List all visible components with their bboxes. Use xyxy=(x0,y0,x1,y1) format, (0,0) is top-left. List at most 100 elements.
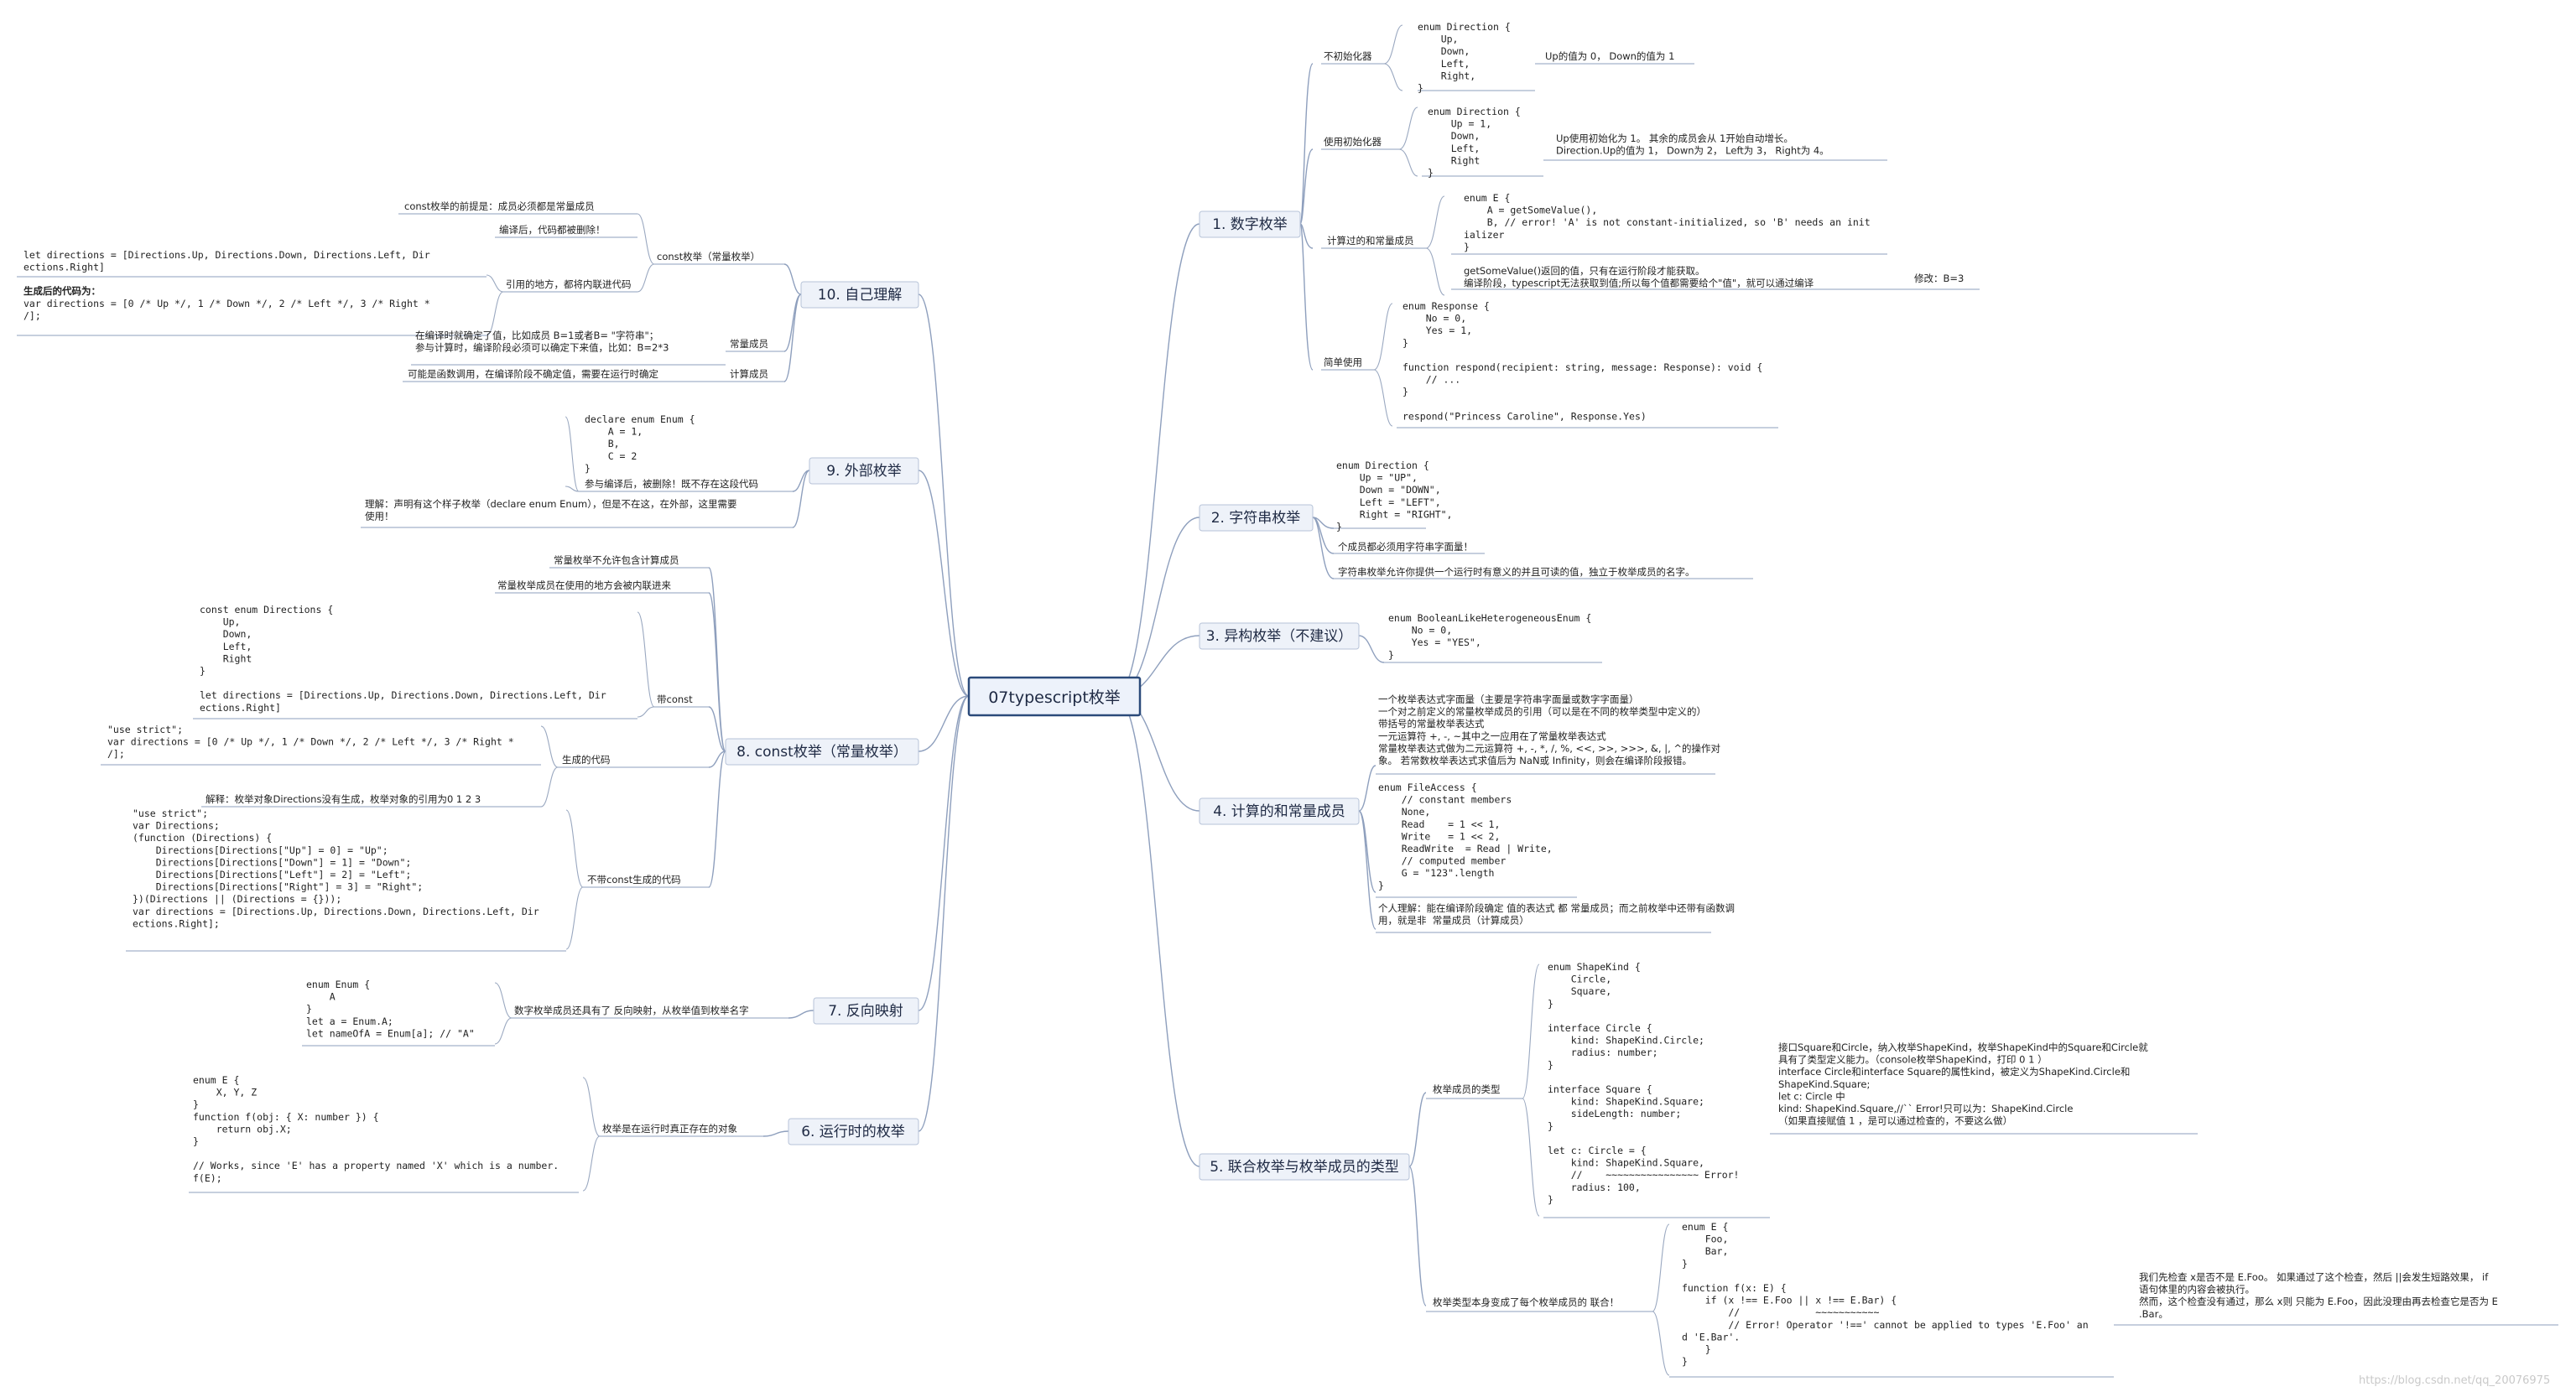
t5-note-union-line: 语句体里的内容会被执行。 xyxy=(2139,1284,2255,1296)
t5-note-member-types-line: kind: ShapeKind.Square,//`` Error!只可以为：S… xyxy=(1778,1103,2073,1114)
t1-code-computed-line: B, // error! 'A' is not constant-initial… xyxy=(1464,216,1871,228)
t2-note-2: 字符串枚举允许你提供一个运行时有意义的并且可读的值，独立于枚举成员的名字。 xyxy=(1338,566,1695,578)
topic-node-3[interactable]: 3. 异构枚举（不建议） xyxy=(1199,622,1360,650)
t7-code-line: A xyxy=(306,991,336,1003)
t5-code-member-types-line: } xyxy=(1548,1120,1553,1132)
t5-code-union-line: } xyxy=(1682,1356,1688,1368)
t8-code-without-const-line: })(Directions || (Directions = {})); xyxy=(133,893,341,905)
topic-9-label: 9. 外部枚举 xyxy=(826,463,902,480)
topic-node-10[interactable]: 10. 自己理解 xyxy=(800,281,919,309)
t1-code-simple-line: // ... xyxy=(1402,374,1460,386)
t1-code-simple-line: } xyxy=(1402,337,1408,349)
topic-node-7[interactable]: 7. 反向映射 xyxy=(813,997,919,1025)
t2-code: enum Direction { Up = "UP", Down = "DOWN… xyxy=(1336,460,1452,532)
t5-code-member-types-line: enum ShapeKind { xyxy=(1548,961,1641,973)
topic-node-6[interactable]: 6. 运行时的枚举 xyxy=(788,1118,919,1145)
t1-label-no-init: 不初始化器 xyxy=(1324,50,1372,62)
t8-code-without-const-line: Directions[Directions["Down"] = 1] = "Do… xyxy=(133,856,411,868)
topic-node-2[interactable]: 2. 字符串枚举 xyxy=(1199,504,1314,532)
t5-code-member-types-line: interface Circle { xyxy=(1548,1022,1652,1034)
t2-code-line: Left = "LEFT", xyxy=(1336,496,1441,508)
t1-code-init-line: } xyxy=(1428,167,1434,179)
t9-note-2: 理解：声明有这个样子枚举（declare enum Enum），但是不在这，在外… xyxy=(365,498,736,522)
t4-note-1-line: 象。 若常数枚举表达式求值后为 NaN或 Infinity，则会在编译阶段报错。 xyxy=(1378,755,1692,766)
t8-note-2: 常量枚举成员在使用的地方会被内联进来 xyxy=(497,579,671,591)
t5-connectors xyxy=(1408,963,2558,1378)
t5-code-union-line: function f(x: E) { xyxy=(1682,1282,1787,1294)
t6-code-line: enum E { xyxy=(193,1074,239,1086)
t8-code-without-const-line: Directions[Directions["Left"] = 2] = "Le… xyxy=(133,869,411,880)
t1-note-no-init: Up的值为 0， Down的值为 1 xyxy=(1545,50,1674,62)
t10-note-const-member: 在编译时就确定了值，比如成员 B=1或者B= "字符串"；参与计算时，编译阶段必… xyxy=(415,330,669,354)
t5-note-member-types-line: （如果直接赋值 1 ，是可以通过检查的，不要这么做） xyxy=(1778,1115,2012,1127)
t5-note-member-types-line: 具有了类型定义能力。（console枚举ShapeKind，打印 0 1 ） xyxy=(1778,1054,2048,1066)
t1-code-no-init-line: enum Direction { xyxy=(1418,21,1511,33)
topic-node-1[interactable]: 1. 数字枚举 xyxy=(1199,210,1301,238)
t1-code-no-init-line: Down, xyxy=(1418,45,1470,57)
t1-label-computed: 计算过的和常量成员 xyxy=(1327,235,1414,247)
t6-code: enum E { X, Y, Z}function f(obj: { X: nu… xyxy=(193,1074,559,1184)
t1-connectors xyxy=(1299,24,1980,429)
t8-code-generated-line: var directions = [0 /* Up */, 1 /* Down … xyxy=(107,736,514,748)
t10-code: let directions = [Directions.Up, Directi… xyxy=(23,249,430,273)
t1-code-no-init-line: Left, xyxy=(1418,58,1470,70)
t1-code-no-init: enum Direction { Up, Down, Left, Right,} xyxy=(1418,21,1511,94)
topic-node-8[interactable]: 8. const枚举（常量枚举） xyxy=(725,738,919,766)
t5-note-union-line: .Bar。 xyxy=(2139,1308,2168,1320)
t7-code-line: } xyxy=(306,1003,312,1015)
t1-code-simple-line: Yes = 1, xyxy=(1402,325,1472,336)
t10-code-line: ections.Right] xyxy=(23,262,105,273)
t4-note-1-line: 一元运算符 +, -, ~其中之一应用在了常量枚举表达式 xyxy=(1378,730,1606,742)
t4-code-line: G = "123".length xyxy=(1378,867,1494,879)
t8-label-with-const: 带const xyxy=(657,693,693,705)
t4-code-line: ReadWrite = Read | Write, xyxy=(1378,843,1553,854)
t5-code-union-line: if (x !== E.Foo || x !== E.Bar) { xyxy=(1682,1295,1897,1306)
topic-node-5[interactable]: 5. 联合枚举与枚举成员的类型 xyxy=(1199,1153,1410,1181)
t8-label-generated: 生成的代码 xyxy=(562,754,611,766)
t5-note-member-types-line: 接口Square和Circle，纳入枚举ShapeKind，枚举ShapeKin… xyxy=(1778,1041,2148,1053)
t2-code-line: } xyxy=(1336,521,1342,532)
t8-code-with-const-line: } xyxy=(200,665,206,677)
t5-code-member-types-line: sideLength: number; xyxy=(1548,1108,1681,1119)
t10-gen-code-line: var directions = [0 /* Up */, 1 /* Down … xyxy=(23,298,430,309)
t1-code-init-line: Up = 1, xyxy=(1428,118,1491,130)
root-node[interactable]: 07typescript枚举 xyxy=(967,676,1142,717)
t1-label-init: 使用初始化器 xyxy=(1324,136,1382,148)
t8-code-with-const-line: Down, xyxy=(200,628,252,640)
t10-note-3: 引用的地方，都将内联进代码 xyxy=(506,278,632,290)
t4-code-line: enum FileAccess { xyxy=(1378,782,1477,793)
t8-code-with-const-line: Up, xyxy=(200,616,240,628)
t8-code-generated-line: /]; xyxy=(107,748,125,760)
t1-label-simple: 简单使用 xyxy=(1324,356,1362,368)
t6-label: 枚举是在运行时真正存在的对象 xyxy=(602,1123,737,1135)
t9-code-line: A = 1, xyxy=(585,426,643,438)
topic-node-4[interactable]: 4. 计算的和常量成员 xyxy=(1199,797,1360,825)
t9-code-line: } xyxy=(585,462,591,474)
t2-code-line: Down = "DOWN", xyxy=(1336,484,1441,496)
t1-code-init-line: Right xyxy=(1428,154,1480,166)
t4-code-line: // constant members xyxy=(1378,794,1512,806)
t9-code-line: declare enum Enum { xyxy=(585,413,695,425)
t4-note-2: 个人理解：能在编译阶段确定 值的表达式 都 常量成员；而之前枚举中还带有函数调用… xyxy=(1378,902,1735,927)
t5-note-member-types: 接口Square和Circle，纳入枚举ShapeKind，枚举ShapeKin… xyxy=(1778,1041,2148,1127)
t5-code-member-types-line: } xyxy=(1548,998,1553,1010)
t4-note-1-line: 常量枚举表达式做为二元运算符 +, -, *, /, %, <<, >>, >>… xyxy=(1378,742,1721,754)
t6-code-line: return obj.X; xyxy=(193,1123,292,1135)
t5-code-member-types-line: } xyxy=(1548,1059,1553,1071)
t1-code-simple-line: respond("Princess Caroline", Response.Ye… xyxy=(1402,410,1647,422)
topic-node-9[interactable]: 9. 外部枚举 xyxy=(809,457,919,485)
t8-code-without-const-line: var Directions; xyxy=(133,820,220,832)
t7-code: enum Enum { A}let a = Enum.A;let nameOfA… xyxy=(306,979,475,1039)
t7-connectors xyxy=(302,982,814,1047)
t9-connectors xyxy=(361,416,810,528)
topic-4-label: 4. 计算的和常量成员 xyxy=(1213,803,1345,820)
t7-code-line: let nameOfA = Enum[a]; // "A" xyxy=(306,1027,475,1039)
topic-1-label: 1. 数字枚举 xyxy=(1212,216,1288,233)
t8-code-generated-line: "use strict"; xyxy=(107,724,183,735)
topic-5-label: 5. 联合枚举与枚举成员的类型 xyxy=(1210,1159,1399,1176)
t5-code-member-types-line: interface Square { xyxy=(1548,1083,1652,1095)
t2-code-line: enum Direction { xyxy=(1336,460,1429,471)
t5-code-union-line: enum E { xyxy=(1682,1221,1728,1233)
t1-code-init-line: enum Direction { xyxy=(1428,106,1521,117)
t8-code-without-const: "use strict";var Directions;(function (D… xyxy=(133,808,539,929)
